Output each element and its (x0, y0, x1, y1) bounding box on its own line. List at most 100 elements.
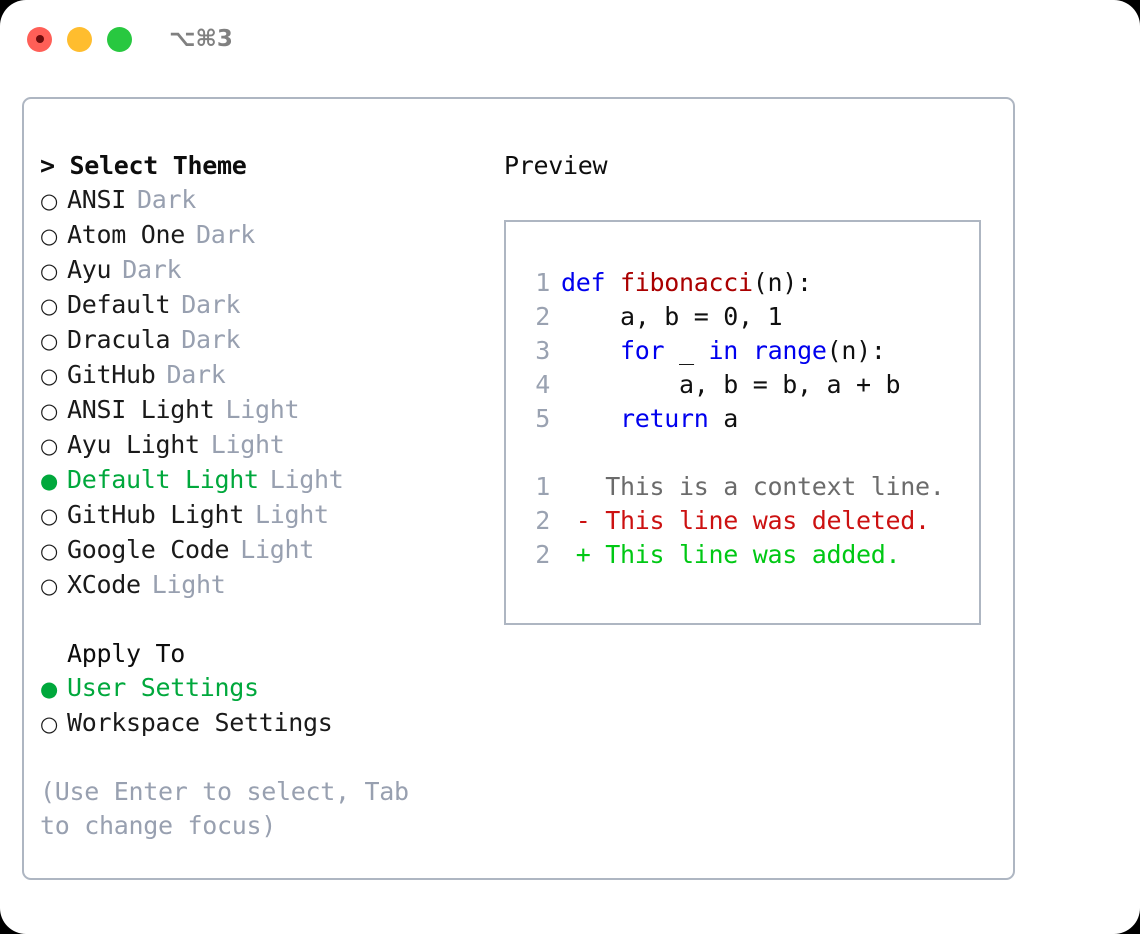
radio-unselected-icon: ○ (40, 294, 59, 318)
code-diff-spacer (506, 436, 979, 470)
diff-line-content: This is a context line. (561, 472, 945, 501)
code-token: a (708, 404, 739, 433)
close-inner-dot-icon (35, 35, 44, 43)
theme-item[interactable]: ○ GitHub Dark (40, 358, 504, 393)
radio-unselected-icon: ○ (40, 399, 59, 423)
radio-unselected-icon: ○ (40, 539, 59, 563)
theme-item-category: Dark (166, 360, 226, 389)
theme-item-category: Light (240, 535, 315, 564)
theme-item-name: Ayu (67, 255, 112, 284)
prompt-caret-icon: > (40, 151, 70, 180)
theme-item[interactable]: ○ XCode Light (40, 568, 504, 603)
code-token: def (561, 268, 621, 297)
apply-to-item-name: Workspace Settings (67, 708, 333, 737)
theme-item[interactable]: ○ Ayu Light Light (40, 428, 504, 463)
theme-item-category: Light (269, 465, 344, 494)
code-line: 1 def fibonacci(n): (506, 266, 979, 300)
theme-item-name: GitHub Light (67, 500, 245, 529)
theme-item-name: Ayu Light (67, 430, 200, 459)
diff-line: 2 - This line was deleted. (506, 504, 979, 538)
radio-unselected-icon: ○ (40, 329, 59, 353)
radio-unselected-icon: ○ (40, 434, 59, 458)
code-token: for (620, 336, 665, 365)
code-line-content: for _ in range(n): (561, 334, 886, 368)
line-number: 4 (535, 370, 550, 399)
radio-unselected-icon: ○ (40, 504, 59, 528)
select-theme-header: > Select Theme (40, 149, 504, 183)
code-token: fibonacci (620, 268, 753, 297)
maximize-button-icon[interactable] (107, 26, 132, 52)
code-line-content: a, b = b, a + b (561, 368, 901, 402)
theme-item[interactable]: ○ Google Code Light (40, 533, 504, 568)
apply-to-item[interactable]: ○ Workspace Settings (40, 706, 504, 741)
apply-to-item[interactable]: ●User Settings (40, 671, 504, 706)
theme-item-name: Google Code (67, 535, 230, 564)
line-number: 2 (535, 506, 550, 535)
theme-item[interactable]: ● Default Light Light (40, 463, 504, 498)
code-token: (n): (826, 336, 886, 365)
line-number: 2 (535, 302, 550, 331)
diff-sample: 1 This is a context line.2 - This line w… (506, 470, 979, 572)
code-token: a, b = b, a + b (561, 370, 901, 399)
keyboard-hint-text: (Use Enter to select, Tab to change focu… (40, 777, 424, 840)
close-button-icon[interactable] (27, 26, 52, 52)
code-token: range (752, 336, 827, 365)
theme-item-name: Default (67, 290, 171, 319)
theme-item[interactable]: ○ Ayu Dark (40, 253, 504, 288)
theme-item-name: Default Light (67, 465, 259, 494)
line-number: 5 (535, 404, 550, 433)
minimize-button-icon[interactable] (67, 26, 92, 52)
code-line: 3 for _ in range(n): (506, 334, 979, 368)
theme-item-category: Light (225, 395, 300, 424)
radio-selected-icon: ● (40, 469, 59, 493)
apply-to-item-name: User Settings (67, 673, 259, 702)
select-theme-label: Select Theme (69, 151, 247, 180)
code-line-content: return a (561, 402, 738, 436)
keyboard-shortcut-label: ⌥⌘3 (169, 26, 233, 52)
code-line-content: def fibonacci(n): (561, 266, 812, 300)
code-token: return (620, 404, 709, 433)
code-line: 2 a, b = 0, 1 (506, 300, 979, 334)
theme-item-category: Light (255, 500, 329, 529)
line-number: 1 (535, 472, 550, 501)
code-token: (n): (752, 268, 812, 297)
code-line-content: a, b = 0, 1 (561, 300, 783, 334)
radio-unselected-icon: ○ (40, 574, 59, 598)
theme-item-category: Dark (137, 185, 197, 214)
radio-unselected-icon: ○ (40, 364, 59, 388)
theme-item-category: Dark (196, 220, 256, 249)
theme-item-category: Light (151, 570, 226, 599)
code-token (561, 404, 620, 433)
radio-unselected-icon: ○ (40, 259, 59, 283)
theme-item-name: GitHub (67, 360, 156, 389)
theme-item-name: XCode (67, 570, 141, 599)
code-token: in (708, 336, 739, 365)
theme-item[interactable]: ○ Default Dark (40, 288, 504, 323)
code-token (561, 336, 620, 365)
theme-item[interactable]: ○ GitHub Light Light (40, 498, 504, 533)
radio-unselected-icon: ○ (40, 712, 59, 736)
theme-item-category: Dark (122, 255, 182, 284)
diff-line: 1 This is a context line. (506, 470, 979, 504)
line-number: 1 (535, 268, 550, 297)
radio-unselected-icon: ○ (40, 224, 59, 248)
diff-line-content: - This line was deleted. (561, 506, 930, 535)
code-line: 4 a, b = b, a + b (506, 368, 979, 402)
theme-item-category: Light (210, 430, 285, 459)
code-token (738, 336, 753, 365)
preview-title: Preview (504, 151, 608, 180)
title-bar: ⌥⌘3 (0, 0, 1140, 78)
line-number: 2 (535, 540, 550, 569)
theme-item-category: Dark (181, 290, 241, 319)
code-token: _ (664, 336, 709, 365)
diff-line: 2 + This line was added. (506, 538, 979, 572)
